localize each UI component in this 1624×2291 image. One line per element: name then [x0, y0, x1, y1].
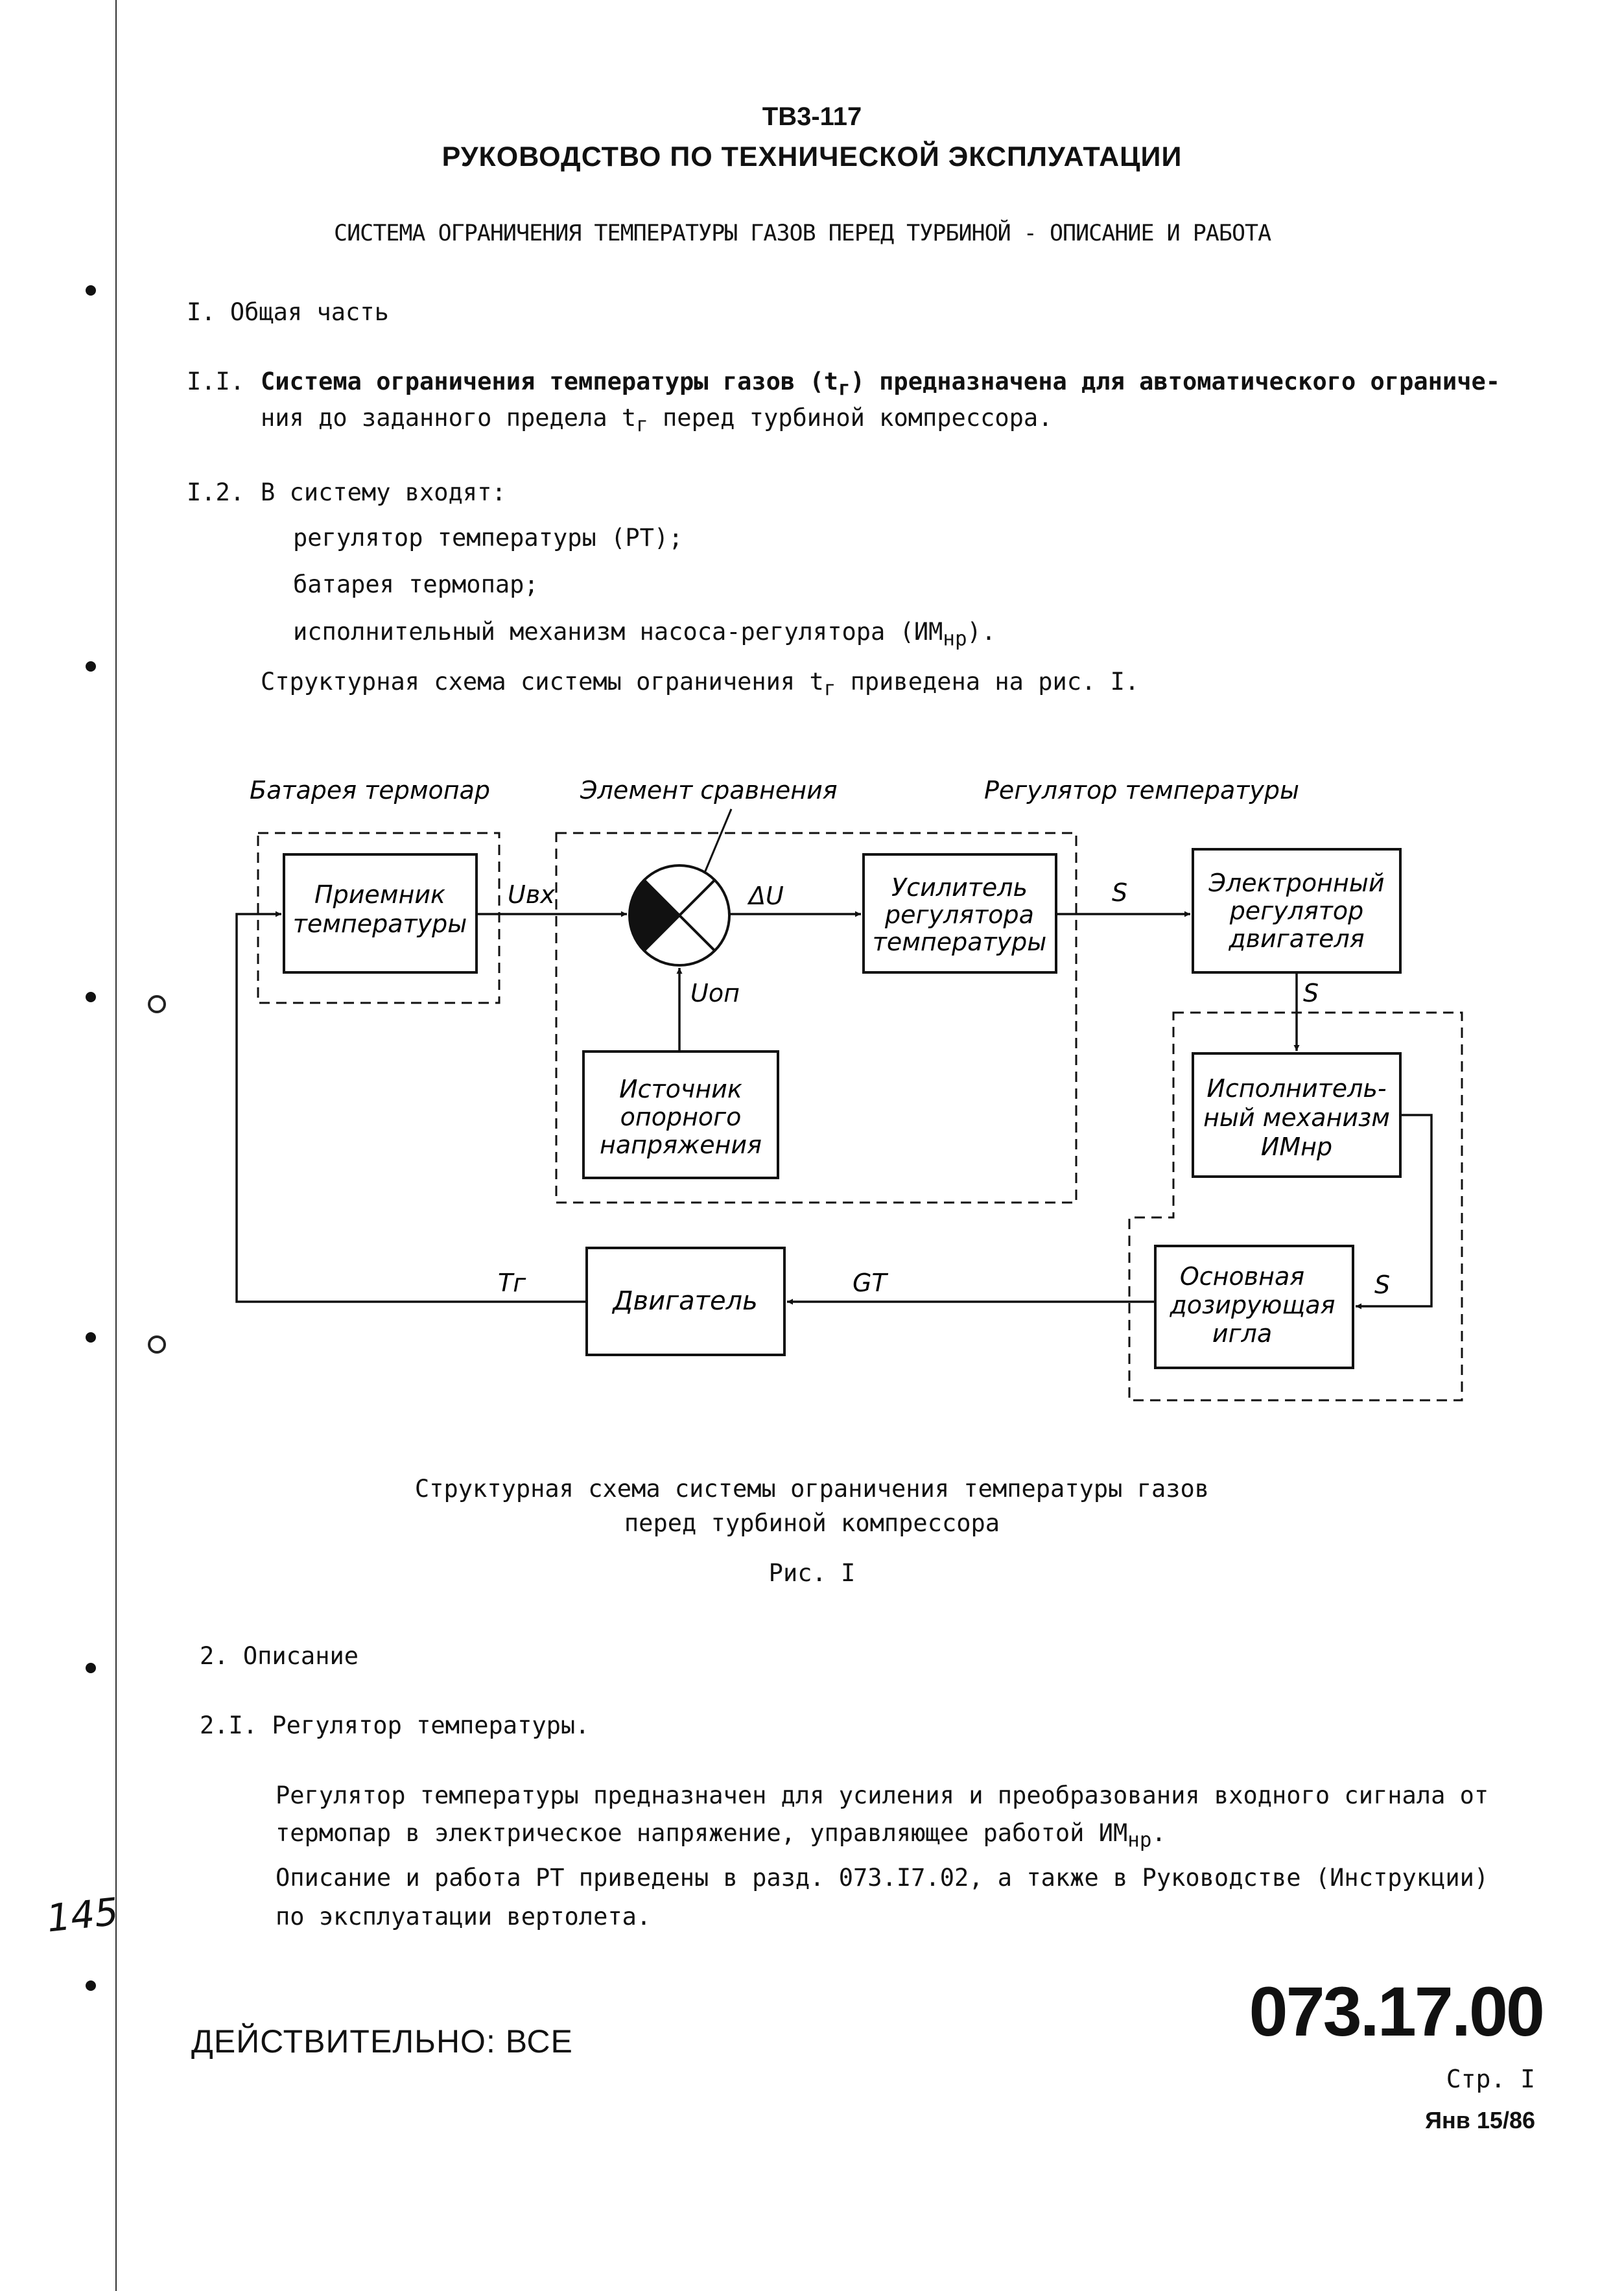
handwritten-page-note: 145 [44, 1889, 121, 1941]
section-2-heading: 2. Описание [200, 1642, 359, 1670]
list-item: регулятор температуры (РТ); [293, 524, 683, 552]
block-diagram: Батарея термопар Элемент сравнения Регул… [235, 776, 1463, 1402]
doc-code: ТВ3-117 [762, 102, 862, 131]
binder-hole [86, 1332, 96, 1343]
actuator-label-line: ный механизм [1203, 1103, 1390, 1132]
signal-label-s1: S [1112, 878, 1127, 907]
amplifier-label-line: регулятора [884, 900, 1034, 929]
reference-source-label-line: напряжения [600, 1131, 762, 1159]
electronic-regulator-label-line: Электронный [1208, 869, 1384, 897]
signal-label-du: ΔU [747, 882, 784, 910]
group-label-regulator: Регулятор температуры [984, 776, 1299, 805]
figure-label: Рис. I [768, 1559, 856, 1587]
binder-ring [148, 995, 166, 1013]
doc-number: 073.17.00 [1249, 1972, 1545, 2050]
binder-hole [86, 661, 96, 672]
signal-line-tg [235, 911, 587, 1303]
metering-needle-block [1154, 1245, 1354, 1369]
list-item: исполнительный механизм насоса-регулятор… [293, 618, 996, 651]
thermocouple-group-box [257, 832, 500, 1004]
validity-label: ДЕЙСТВИТЕЛЬНО: ВСЕ [191, 2023, 573, 2060]
binder-hole [86, 1663, 96, 1673]
para-1-2-number: I.2. [187, 478, 245, 506]
group-label-comparison: Элемент сравнения [580, 776, 838, 805]
signal-line-s3 [1356, 1114, 1433, 1310]
signal-label-uop: Uоп [690, 979, 740, 1007]
receiver-label-line: температуры [293, 910, 467, 938]
group-label-thermocouples: Батарея термопар [250, 776, 490, 805]
summing-element [628, 864, 731, 967]
metering-needle-label-line: игла [1212, 1319, 1272, 1348]
signal-label-tg: Tг [498, 1269, 526, 1297]
regulator-group-box [555, 832, 1077, 1204]
metering-needle-label-line: Основная [1180, 1262, 1304, 1291]
amplifier-label-line: температуры [873, 928, 1047, 956]
signal-label-s3: S [1374, 1271, 1390, 1299]
section-2-para1-line1: Регулятор температуры предназначен для у… [276, 1781, 1489, 1809]
section-1-heading: I. Общая часть [187, 298, 389, 326]
electronic-regulator-label-line: двигателя [1228, 924, 1364, 953]
list-item: батарея термопар; [293, 570, 539, 598]
binder-margin-line [115, 0, 117, 2291]
reference-source-label-line: Источник [619, 1075, 742, 1103]
engine-label: Двигатель [611, 1286, 757, 1316]
section-title: СИСТЕМА ОГРАНИЧЕНИЯ ТЕМПЕРАТУРЫ ГАЗОВ ПЕ… [334, 220, 1271, 246]
figure-caption-line2: перед турбиной компрессора [624, 1509, 1000, 1537]
para-1-1-line2: ния до заданного предела tг перед турбин… [261, 404, 1053, 437]
pump-regulator-group-box [1128, 1011, 1463, 1402]
comparison-pointer-line [700, 808, 733, 881]
revision-date: Янв 15/86 [1425, 2107, 1535, 2133]
binder-hole [86, 285, 96, 296]
figure-caption-line1: Структурная схема системы ограничения те… [414, 1475, 1210, 1503]
actuator-label-line: Исполнитель- [1206, 1074, 1386, 1103]
section-2-para1-line2: термопар в электрическое напряжение, упр… [276, 1819, 1166, 1852]
page-number: Стр. I [1446, 2065, 1535, 2093]
reference-source-block [582, 1050, 779, 1179]
electronic-regulator-label-line: регулятор [1229, 897, 1364, 925]
signal-label-s2: S [1303, 979, 1319, 1007]
section-2-1-heading: 2.I. Регулятор температуры. [200, 1711, 590, 1739]
binder-hole [86, 992, 96, 1002]
manual-title: РУКОВОДСТВО ПО ТЕХНИЧЕСКОЙ ЭКСПЛУАТАЦИИ [441, 141, 1183, 172]
receiver-label-line: Приемник [314, 880, 445, 909]
actuator-label-line: ИМнр [1261, 1133, 1332, 1161]
para-1-1-line1: Система ограничения температуры газов (t… [261, 368, 1501, 401]
metering-needle-label-line: дозирующая [1170, 1291, 1336, 1319]
signal-label-uin: Uвх [508, 880, 555, 909]
signal-label-gt: GT [853, 1269, 888, 1297]
section-2-para2-line2: по эксплуатации вертолета. [276, 1903, 652, 1931]
binder-hole [86, 1980, 96, 1991]
section-2-para2-line1: Описание и работа РТ приведены в разд. 0… [276, 1864, 1489, 1892]
amplifier-label-line: Усилитель [891, 873, 1028, 902]
para-1-2-intro: В систему входят: [261, 478, 506, 506]
binder-ring [148, 1335, 166, 1354]
scheme-reference: Структурная схема системы ограничения tг… [261, 668, 1140, 701]
para-1-1-number: I.I. [187, 368, 245, 395]
reference-source-label-line: опорного [620, 1103, 742, 1131]
